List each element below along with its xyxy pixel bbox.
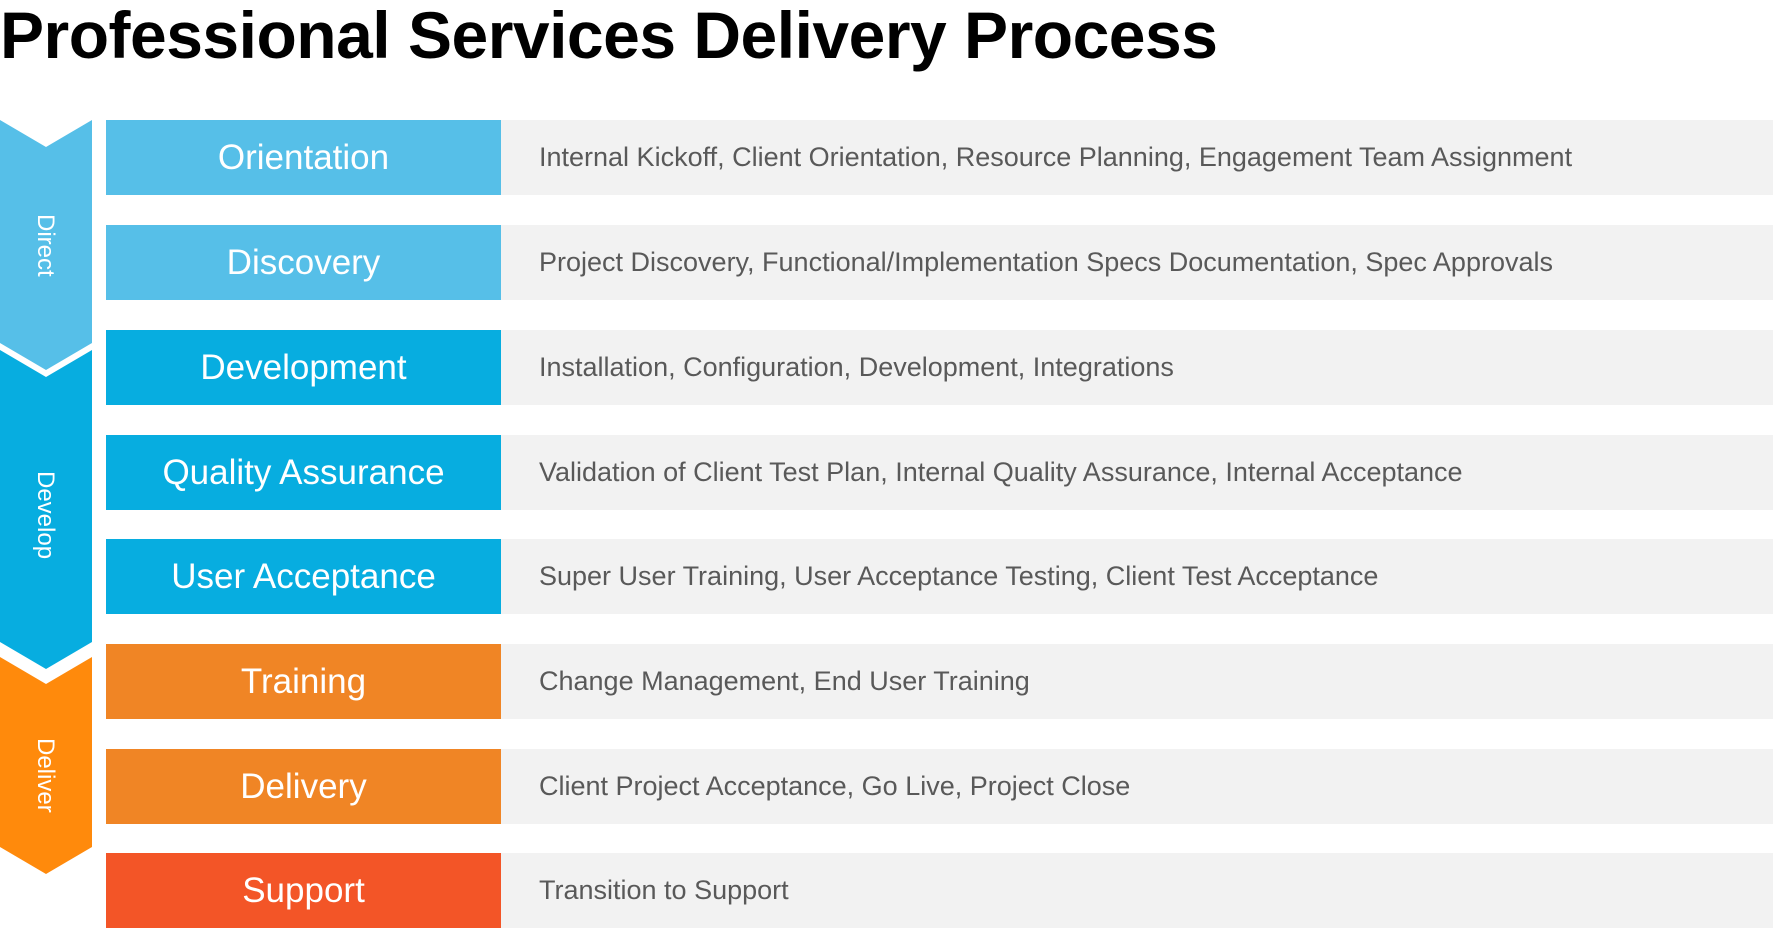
phase-deliver-label: Deliver xyxy=(32,737,59,813)
stage-delivery-description: Client Project Acceptance, Go Live, Proj… xyxy=(501,749,1773,824)
page-title: Professional Services Delivery Process xyxy=(0,0,1218,72)
stage-row-training: Training Change Management, End User Tra… xyxy=(106,644,1773,719)
phase-chevrons xyxy=(0,120,92,874)
stage-orientation: Orientation xyxy=(106,120,501,195)
phase-direct-label: Direct xyxy=(32,213,59,277)
stage-row-discovery: Discovery Project Discovery, Functional/… xyxy=(106,225,1773,300)
phase-direct-chevron xyxy=(0,120,92,370)
stage-row-quality-assurance: Quality Assurance Validation of Client T… xyxy=(106,435,1773,510)
stage-discovery-description: Project Discovery, Functional/Implementa… xyxy=(501,225,1773,300)
stage-development: Development xyxy=(106,330,501,405)
stage-quality-assurance: Quality Assurance xyxy=(106,435,501,510)
stage-support: Support xyxy=(106,853,501,928)
stage-row-support: Support Transition to Support xyxy=(106,853,1773,928)
stage-discovery: Discovery xyxy=(106,225,501,300)
stage-user-acceptance-description: Super User Training, User Acceptance Tes… xyxy=(501,539,1773,614)
stage-support-description: Transition to Support xyxy=(501,853,1773,928)
stage-training-description: Change Management, End User Training xyxy=(501,644,1773,719)
stage-delivery: Delivery xyxy=(106,749,501,824)
phase-develop-chevron xyxy=(0,350,92,669)
stage-orientation-description: Internal Kickoff, Client Orientation, Re… xyxy=(501,120,1773,195)
stage-quality-assurance-description: Validation of Client Test Plan, Internal… xyxy=(501,435,1773,510)
stage-row-user-acceptance: User Acceptance Super User Training, Use… xyxy=(106,539,1773,614)
stage-row-orientation: Orientation Internal Kickoff, Client Ori… xyxy=(106,120,1773,195)
phase-develop-label: Develop xyxy=(32,470,59,560)
stage-row-delivery: Delivery Client Project Acceptance, Go L… xyxy=(106,749,1773,824)
phase-deliver-chevron xyxy=(0,657,92,874)
stage-user-acceptance: User Acceptance xyxy=(106,539,501,614)
stage-row-development: Development Installation, Configuration,… xyxy=(106,330,1773,405)
stage-training: Training xyxy=(106,644,501,719)
stage-development-description: Installation, Configuration, Development… xyxy=(501,330,1773,405)
